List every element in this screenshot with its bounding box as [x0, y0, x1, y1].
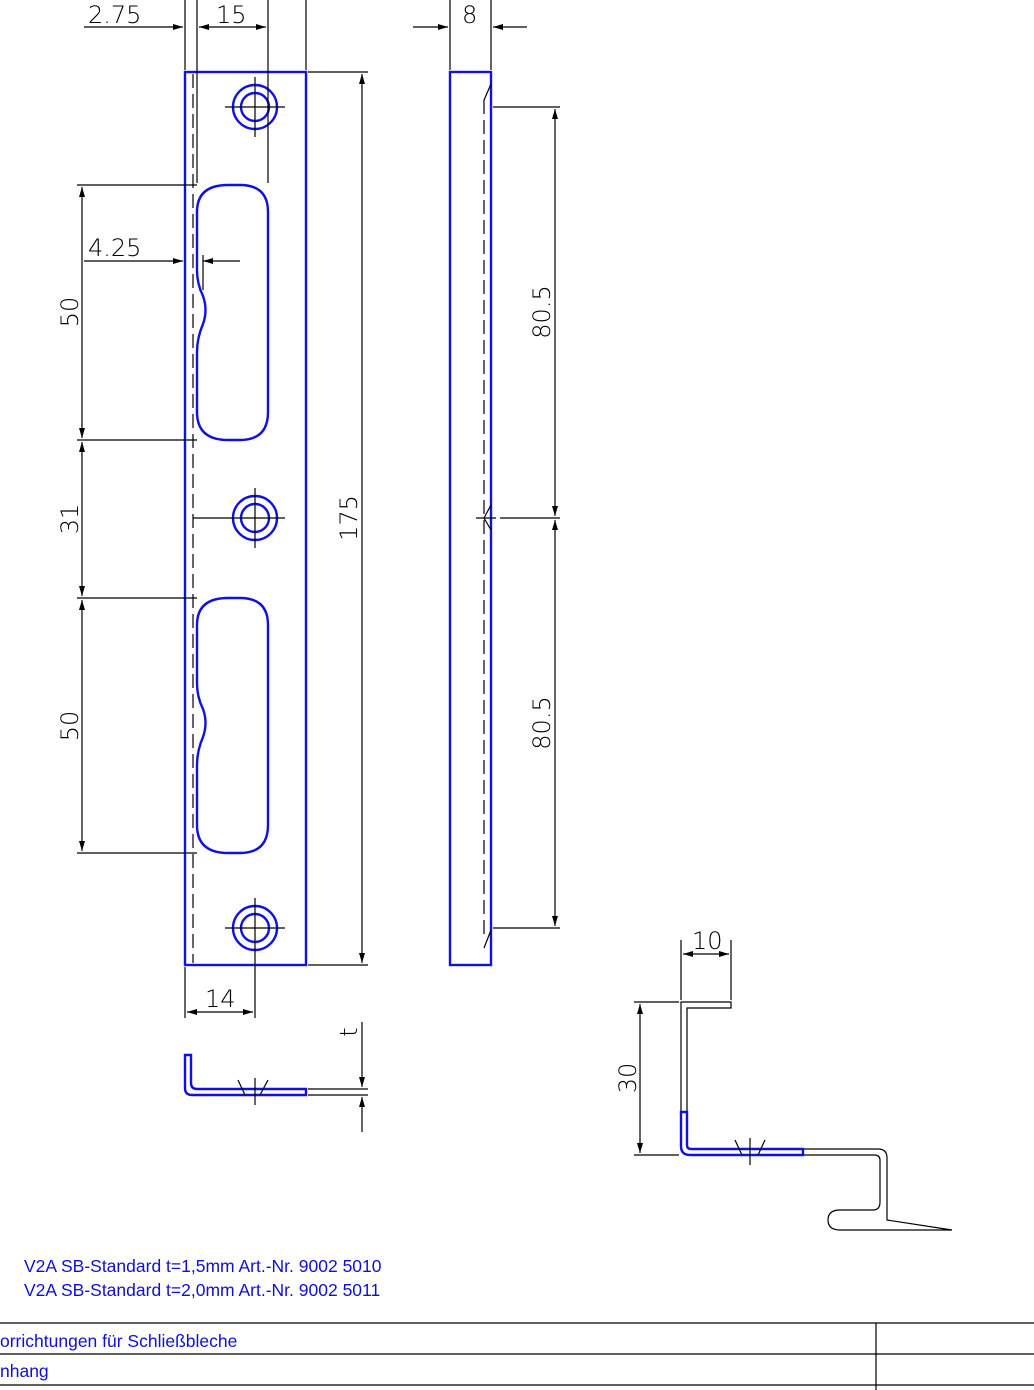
- plate-outline: [183, 70, 308, 967]
- dim-14: 14: [205, 985, 236, 1013]
- dim-4-25: 4.25: [88, 234, 141, 262]
- screw-hole-bottom: [225, 898, 285, 958]
- profile-view: [634, 940, 953, 1231]
- dim-8: 8: [462, 1, 477, 29]
- dim-10: 10: [692, 927, 723, 955]
- title-block-row-1: orrichtungen für Schließbleche: [0, 1331, 238, 1351]
- dim-50-bottom: 50: [56, 711, 84, 742]
- dim-175: 175: [335, 495, 363, 541]
- screw-hole-top: [225, 77, 285, 137]
- dim-2-75: 2.75: [88, 1, 141, 29]
- side-view: [413, 0, 560, 967]
- front-view: [77, 0, 368, 1018]
- slot-top: [195, 183, 270, 442]
- dim-t: t: [335, 1027, 363, 1036]
- slot-bottom: [195, 596, 270, 855]
- title-block-row-2: nhang: [0, 1361, 49, 1381]
- dim-30: 30: [614, 1063, 642, 1094]
- dim-80-5-bottom: 80.5: [528, 696, 556, 749]
- article-note-2: V2A SB-Standard t=2,0mm Art.-Nr. 9002 50…: [24, 1280, 381, 1300]
- dim-15: 15: [216, 1, 247, 29]
- article-note-1: V2A SB-Standard t=1,5mm Art.-Nr. 9002 50…: [24, 1256, 382, 1276]
- title-block-frame: [0, 1322, 1034, 1390]
- screw-hole-middle: [225, 488, 285, 548]
- dim-31: 31: [56, 504, 84, 535]
- dim-50-top: 50: [56, 297, 84, 328]
- dim-80-5-top: 80.5: [528, 285, 556, 338]
- section-view: [183, 1022, 368, 1132]
